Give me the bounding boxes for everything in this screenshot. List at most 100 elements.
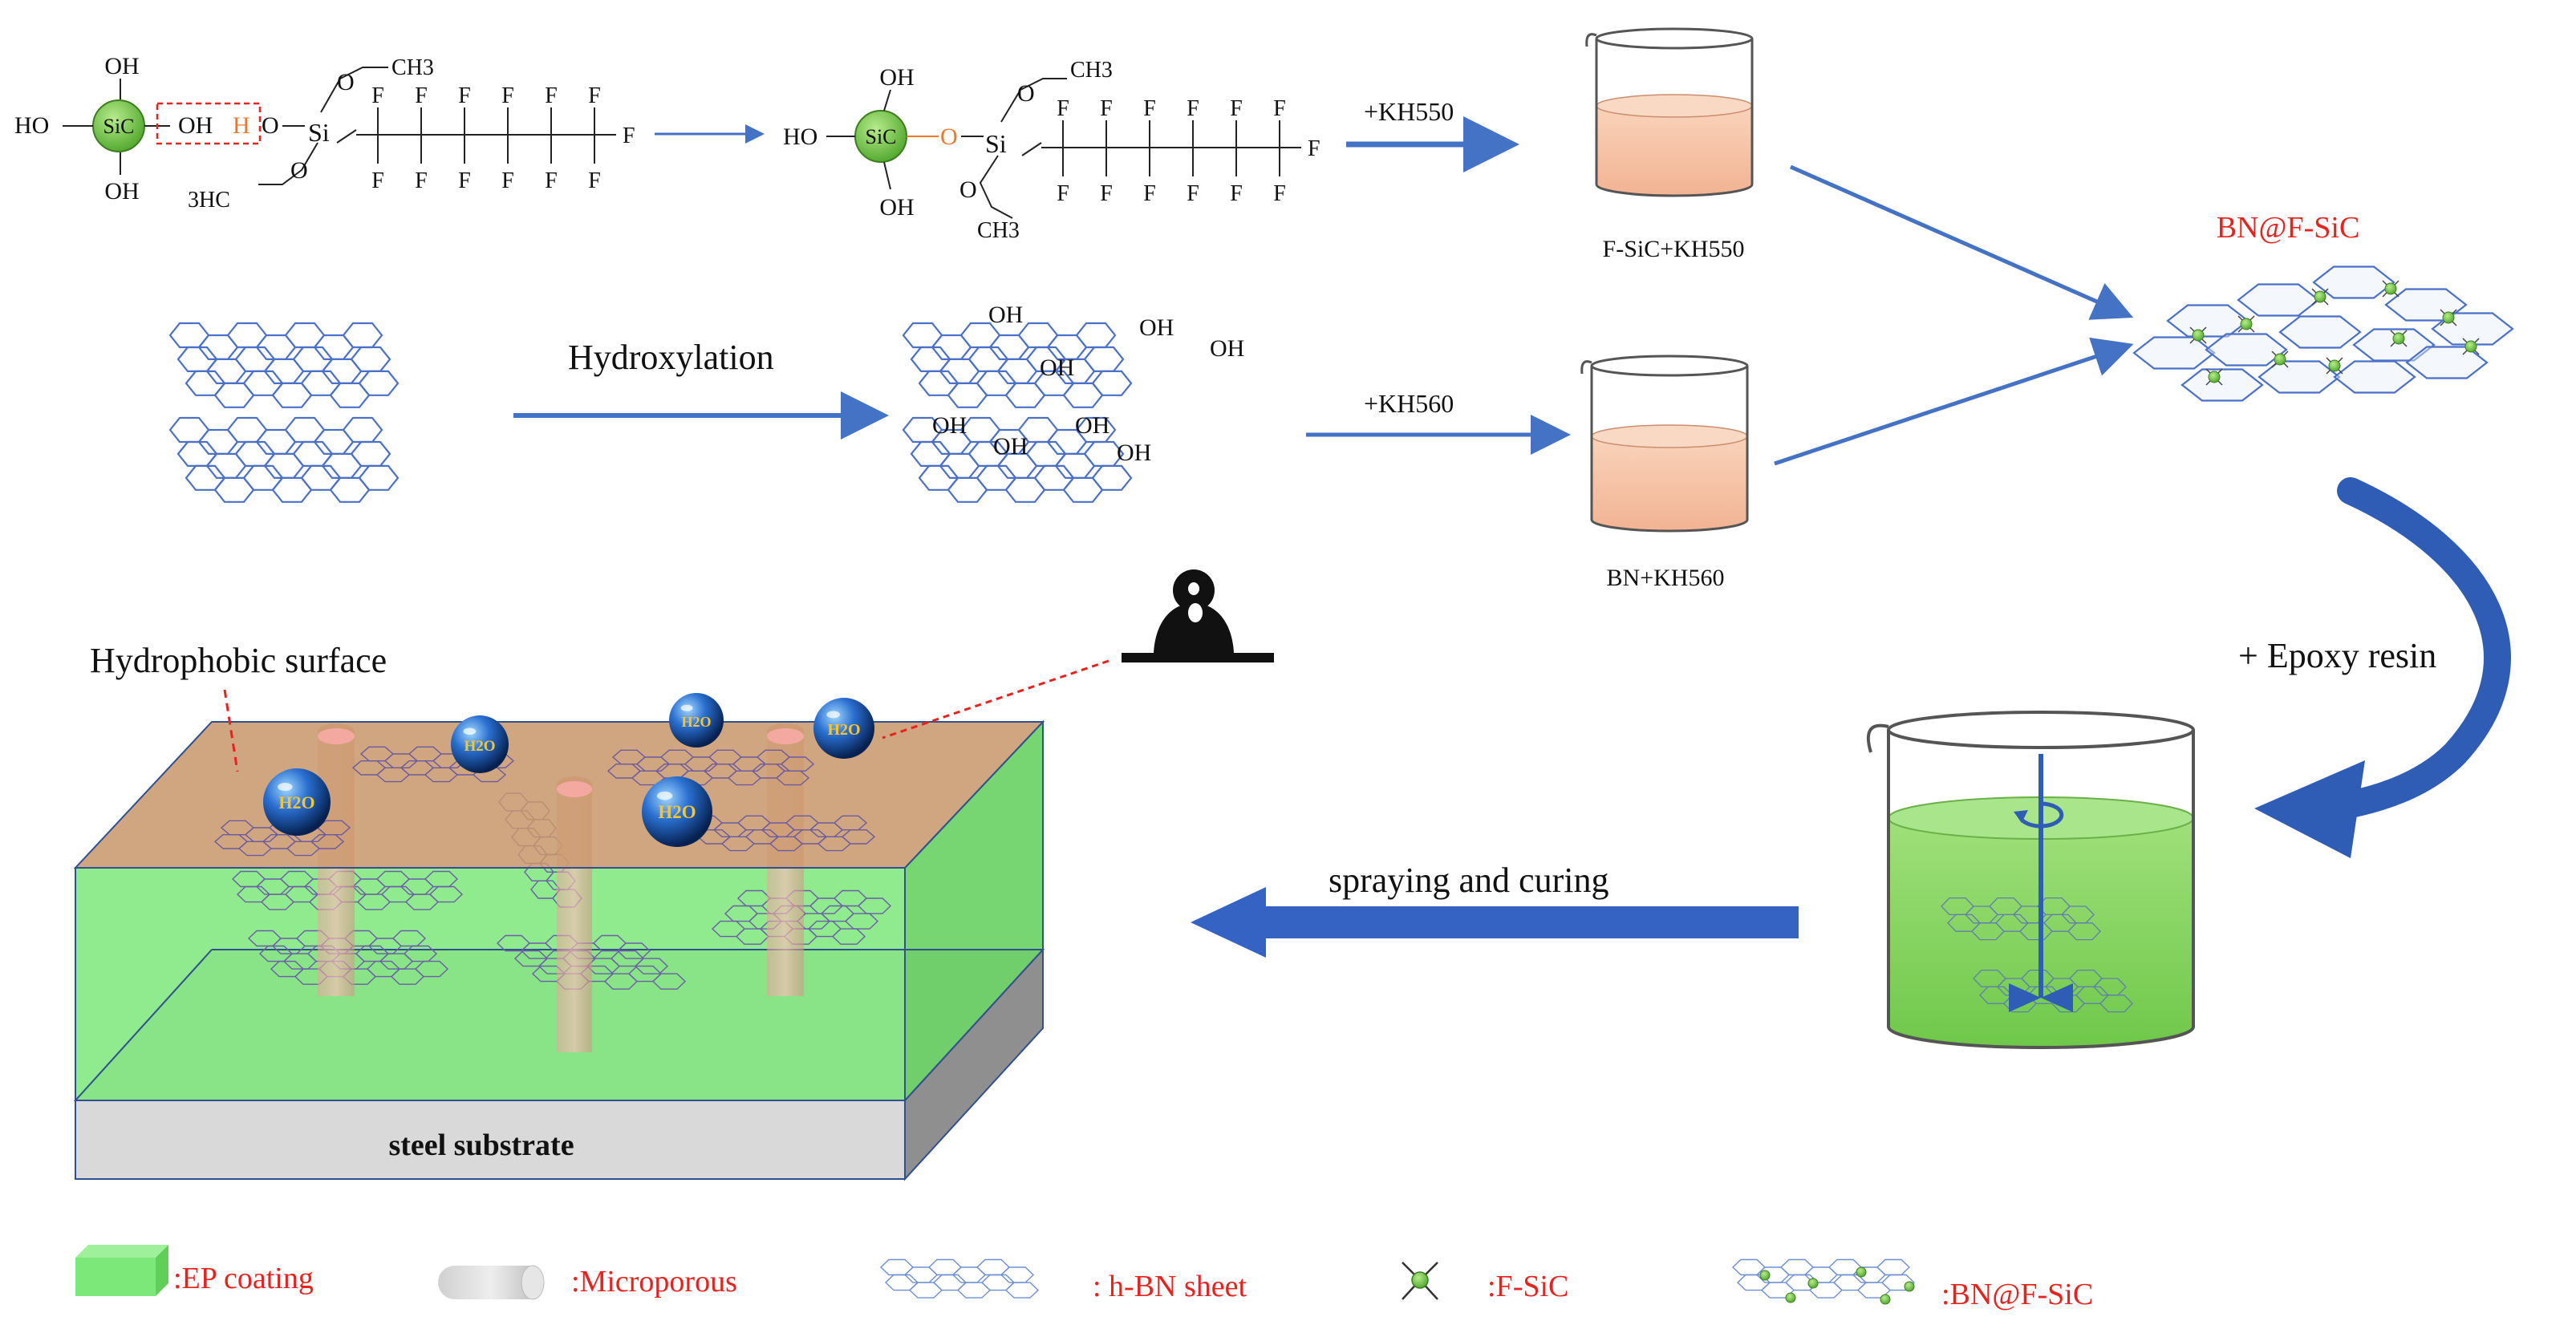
- oh-top: OH: [104, 53, 139, 79]
- fsic-particle: [2271, 350, 2289, 368]
- bn-fsic-hybrid: [2132, 265, 2514, 402]
- fsic-particle: [2326, 357, 2343, 375]
- oh-group: OH: [1139, 314, 1174, 341]
- beaker-fsic-kh550: [1585, 27, 1754, 197]
- epoxy-resin-label: + Epoxy resin: [2238, 636, 2436, 675]
- hbn-sheet: [902, 322, 1133, 408]
- oh-group: OH: [1040, 355, 1074, 381]
- h-highlight: H: [233, 112, 250, 139]
- fsic-particle: [2462, 338, 2480, 355]
- f-atom: F: [1187, 181, 1199, 206]
- hbn-sheet: [168, 322, 400, 408]
- fsic-dot: [1807, 1278, 1819, 1289]
- legend-bn-fsic-label: :BN@F-SiC: [1941, 1278, 2093, 1311]
- f-atom: F: [1057, 181, 1069, 206]
- legend: :EP coating :Microporous : h-BN sheet :F…: [75, 1245, 2093, 1311]
- legend-ep-coating-label: :EP coating: [173, 1262, 314, 1295]
- f-atom: F: [1057, 96, 1069, 121]
- hbn-sheet: [2132, 336, 2216, 370]
- o-ethoxy-bottom-product: O: [959, 176, 977, 203]
- micropore-opening: [767, 728, 804, 744]
- f-atom: F: [1308, 136, 1320, 161]
- water-droplet-icon: H2O: [669, 693, 724, 748]
- fsic-dot: [1856, 1266, 1867, 1278]
- o-silanol: O: [262, 112, 279, 139]
- legend-bn-fsic: :BN@F-SiC: [1731, 1258, 2093, 1311]
- h3c-bottom-left: 3HC: [188, 188, 230, 213]
- o-ethoxy-top: O: [337, 69, 355, 95]
- bn-fsic-in-resin: [1973, 969, 2133, 1013]
- beaker-bn-kh560: [1580, 355, 1749, 533]
- fsic-particle: [2311, 288, 2329, 306]
- legend-hbn-sheet: [879, 1258, 1040, 1299]
- water-droplet-icon: H2O: [813, 698, 874, 759]
- fsic-dot: [1880, 1294, 1891, 1305]
- hbn-sheet: [2205, 333, 2288, 367]
- hbn-sheet: [902, 416, 1133, 503]
- curved-arrow-epoxy: [2313, 477, 2511, 822]
- bn-hydroxylation: Hydroxylation OH OH OH OH OH OH OH OH +K…: [168, 302, 1571, 503]
- contact-angle-leader-line: [882, 659, 1110, 739]
- beaker-top-label: F-SiC+KH550: [1603, 236, 1745, 262]
- f-atom: F: [1187, 96, 1199, 121]
- bn-fsic-in-resin: [1941, 897, 2101, 941]
- fsic-particle: [2205, 368, 2223, 386]
- hbn-sheet-icon: [879, 1258, 1040, 1299]
- surface-hbn-sheet: [351, 746, 515, 783]
- f-atom: F: [371, 168, 384, 193]
- hbn-sheet: [2333, 360, 2416, 394]
- fsic-particle: [2440, 309, 2457, 326]
- droplet-label: H2O: [278, 792, 314, 812]
- oh-groups: OH OH OH OH OH OH OH OH: [932, 302, 1244, 466]
- f-atom: F: [545, 83, 558, 108]
- product-label: BN@F-SiC: [2217, 211, 2360, 245]
- legend-hbn-label: : h-BN sheet: [1093, 1270, 1247, 1303]
- fsic-particle: [2382, 280, 2400, 298]
- f-atom: F: [458, 83, 471, 108]
- f-atom: F: [1143, 96, 1156, 121]
- legend-fsic: :F-SiC: [1402, 1262, 1568, 1303]
- contact-angle-image: [1122, 569, 1274, 662]
- oh-bottom-product: OH: [879, 194, 914, 221]
- spraying-arrow: [1191, 887, 1799, 958]
- fsic-particle: [2390, 330, 2408, 347]
- oh-group: OH: [1117, 440, 1151, 466]
- water-droplet-icon: H2O: [263, 768, 331, 836]
- merge-arrow-bottom: [1774, 337, 2134, 466]
- bn-fsic-icon: [1731, 1258, 1916, 1305]
- o-ethoxy-bottom: O: [290, 157, 308, 184]
- legend-hbn-sheet: : h-BN sheet: [879, 1258, 1247, 1303]
- beaker-bottom-label: BN+KH560: [1607, 565, 1725, 591]
- o-bridge: O: [940, 124, 958, 150]
- oh-group: OH: [1210, 335, 1244, 362]
- sic-label-product: SiC: [865, 125, 896, 148]
- f-atom: F: [371, 83, 384, 108]
- oh-group: OH: [1075, 412, 1110, 439]
- beaker-epoxy-mixing: [1866, 711, 2195, 1049]
- hydrophobic-label: Hydrophobic surface: [90, 641, 387, 680]
- kh560-label: +KH560: [1364, 389, 1454, 418]
- ch3-bottom-right: CH3: [977, 218, 1020, 243]
- fsic-dot: [1759, 1270, 1771, 1281]
- stirrer-icon: [2009, 754, 2073, 1012]
- h-bn-stack-raw: [168, 322, 400, 503]
- droplet-label: H2O: [827, 721, 860, 739]
- oh-bottom: OH: [104, 178, 139, 205]
- oh-group: OH: [988, 302, 1023, 328]
- f-atom: F: [1143, 181, 1156, 206]
- f-atom: F: [458, 168, 471, 193]
- fsic-particle: [2237, 315, 2255, 333]
- droplet-label: H2O: [464, 738, 495, 755]
- f-atom: F: [588, 83, 601, 108]
- sic-label: SiC: [103, 115, 134, 138]
- water-droplet-icon: H2O: [451, 715, 509, 773]
- legend-fsic-label: :F-SiC: [1487, 1270, 1568, 1303]
- hydroxylation-label: Hydroxylation: [568, 338, 774, 377]
- hbn-sheet: [2278, 315, 2362, 349]
- oh-top-product: OH: [879, 64, 914, 91]
- f-atom: F: [1273, 181, 1286, 206]
